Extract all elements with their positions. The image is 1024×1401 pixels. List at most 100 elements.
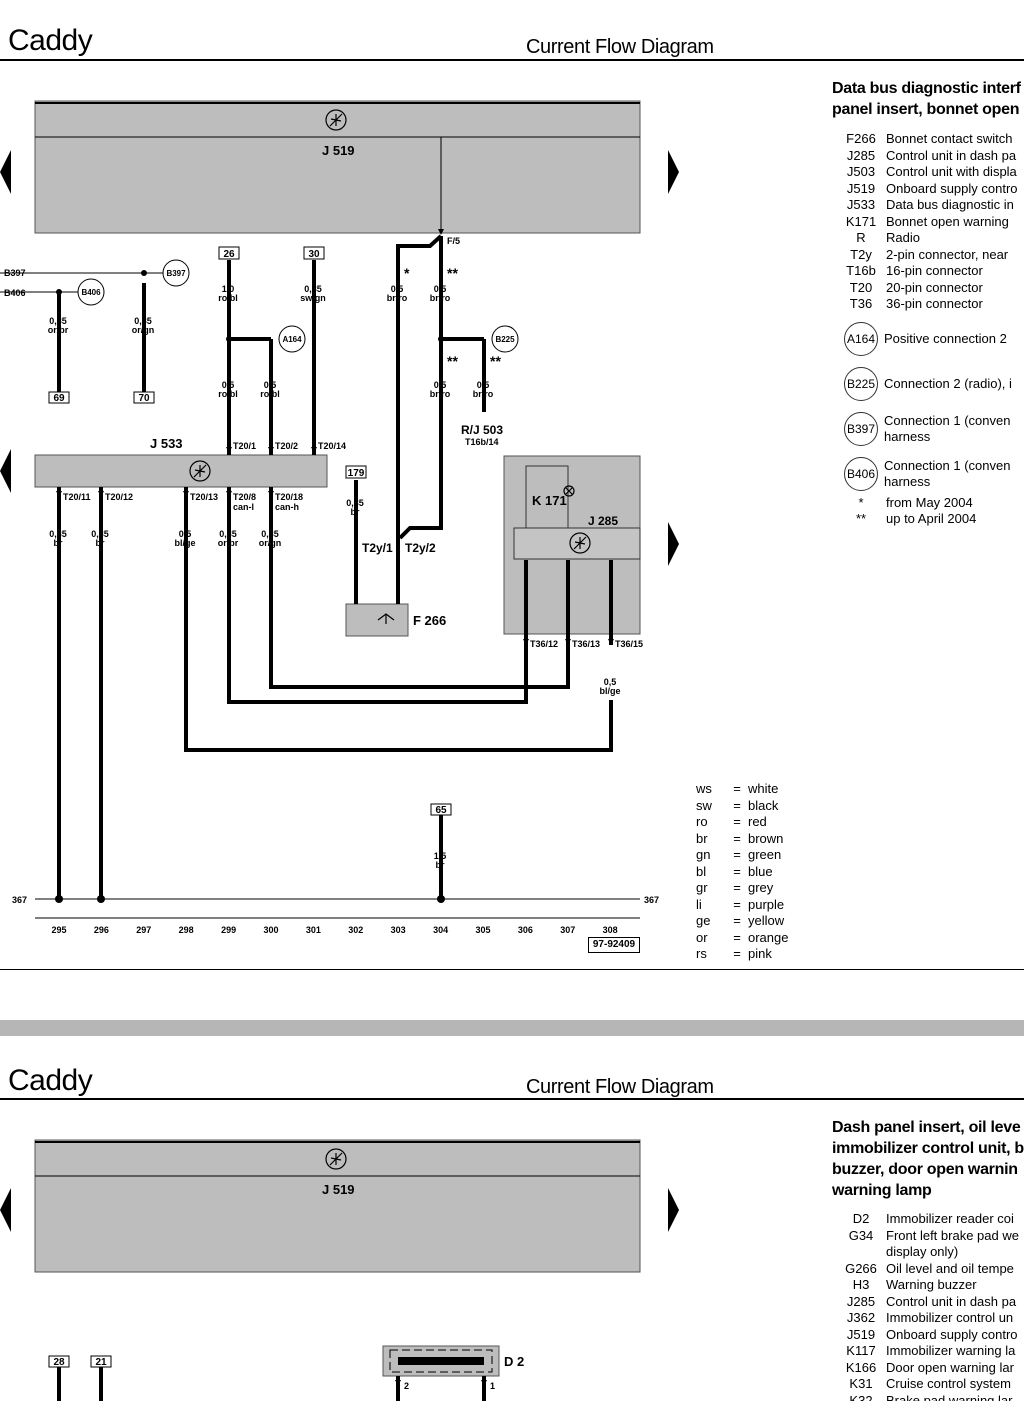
legend-code: J519	[846, 1326, 876, 1342]
legend-text: Connection 1 (conven harness	[884, 458, 1011, 489]
legend-code: G266	[845, 1260, 877, 1276]
track-number: 304	[433, 925, 448, 935]
legend-text: 2-pin connector, near	[886, 246, 1009, 262]
track-number: 297	[136, 925, 151, 935]
next-page-arrow-icon[interactable]	[668, 522, 679, 566]
legend-note: *from May 2004	[836, 495, 1018, 512]
color-abbr: rs	[696, 946, 707, 961]
color-abbr: gr	[696, 880, 708, 895]
legend-code: K32	[849, 1392, 873, 1401]
next-page-arrow-icon[interactable]	[668, 150, 679, 194]
color-name: orange	[748, 929, 789, 945]
note-double-star: **	[490, 353, 501, 369]
ground-label-left: 367	[12, 895, 27, 905]
legend-note: ** up to April 2004	[836, 511, 1018, 528]
color-key-row: gn=green	[696, 847, 788, 864]
color-abbr: ro	[696, 814, 708, 829]
legend-text: Onboard supply contro	[886, 1326, 1018, 1342]
note-text: from May 2004	[886, 494, 973, 510]
color-name: red	[748, 814, 767, 829]
diagram-page-2: Caddy Current Flow Diagram J	[0, 1062, 1024, 1401]
legend-code: K31	[849, 1376, 873, 1391]
legend-text: 36-pin connector	[886, 296, 983, 311]
b406-wire-label: B406	[4, 288, 26, 298]
legend-text: Bonnet open warning	[886, 213, 1009, 229]
conn-t36-15: T36/15	[615, 639, 643, 649]
legend-text: Immobilizer control un	[886, 1310, 1014, 1325]
track-number: 305	[475, 925, 490, 935]
color-key-row: ws=white	[696, 781, 788, 798]
pin-1: 1	[490, 1381, 495, 1391]
track-number: 295	[51, 925, 66, 935]
b397-wire-label: B397	[4, 268, 26, 278]
track-number: 302	[348, 925, 363, 935]
brand-name: Caddy	[8, 1064, 93, 1097]
t16b14-label: T16b/14	[465, 437, 499, 447]
color-abbr: ws	[696, 781, 712, 796]
prev-page-arrow-icon[interactable]	[0, 150, 11, 194]
legend-text: Data bus diagnostic in	[886, 197, 1014, 212]
box-179: 179	[348, 468, 365, 479]
legend-text: Immobilizer reader coi	[886, 1211, 1014, 1226]
color-equals: =	[733, 863, 741, 879]
legend-item: T36 36-pin connector	[836, 296, 1018, 313]
legend-text: Door open warning lar	[886, 1359, 1014, 1375]
prev-page-arrow-icon[interactable]	[0, 1188, 11, 1232]
box-26: 26	[223, 249, 235, 260]
legend-code: F266	[846, 131, 876, 146]
conn-can-h: can-h	[275, 502, 299, 512]
legend-text: Positive connection 2	[884, 331, 1007, 346]
legend-title: Data bus diagnostic interf panel insert,…	[832, 80, 1021, 118]
connection-circle: B406	[844, 457, 878, 491]
k171-label: K 171	[532, 493, 567, 508]
note-mark: **	[855, 511, 867, 526]
next-page-arrow-icon[interactable]	[668, 1188, 679, 1232]
legend-code: K117	[846, 1343, 876, 1358]
note-text: up to April 2004	[886, 511, 977, 526]
legend-title: Dash panel insert, oil leve immobilizer …	[832, 1119, 1024, 1199]
legend-code: T16b	[846, 263, 876, 278]
color-name: purple	[748, 896, 785, 912]
legend-text: Bonnet contact switch	[886, 131, 1013, 146]
color-name: brown	[748, 830, 784, 846]
j519-label: J 519	[322, 1182, 355, 1197]
color-abbr: br	[696, 830, 708, 846]
color-name: pink	[748, 946, 772, 961]
color-key-row: gr=grey	[696, 880, 788, 897]
conn-t20-2: T20/2	[275, 441, 298, 451]
prev-page-arrow-icon[interactable]	[0, 449, 11, 493]
conn-can-l: can-l	[233, 502, 254, 512]
color-name: blue	[748, 863, 773, 879]
color-key-row: bl=blue	[696, 864, 788, 881]
legend-code: T36	[849, 296, 873, 311]
legend-code: T2y	[850, 246, 872, 262]
a164-connection: A164	[282, 335, 302, 344]
connection-circle: A164	[844, 322, 878, 356]
color-equals: =	[733, 913, 741, 928]
connection-circle: B397	[844, 412, 878, 446]
conn-t36-12: T36/12	[530, 639, 558, 649]
color-abbr: or	[696, 929, 708, 945]
wiring-diagram: J 519 J 533 J 285 K 171 F 266 R/J 503 T1…	[0, 100, 659, 935]
legend-text: Radio	[886, 230, 920, 245]
b397-connection: B397	[166, 269, 186, 278]
